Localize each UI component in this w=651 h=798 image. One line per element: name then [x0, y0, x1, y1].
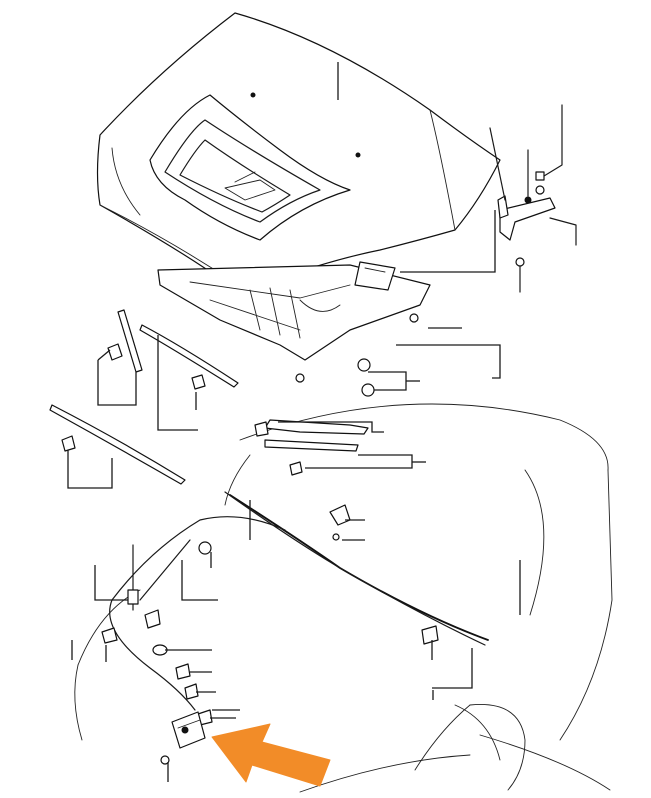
- hood-lock-latch: [171, 711, 206, 749]
- hood-insulator: [157, 261, 431, 361]
- hood-release-cable: [109, 491, 489, 711]
- hood-seals: [49, 309, 369, 485]
- fasteners: [61, 313, 439, 765]
- leader-lines: [67, 62, 521, 782]
- highlight-arrow: [211, 723, 331, 787]
- hood-panel: [96, 12, 501, 288]
- vehicle-body-outline: [74, 403, 613, 793]
- hood-hinge-right: [489, 104, 577, 293]
